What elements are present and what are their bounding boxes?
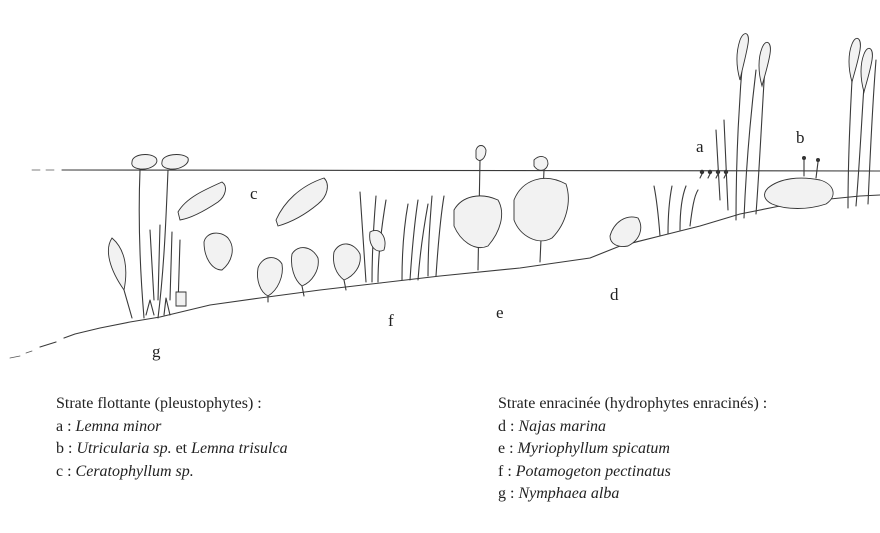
legend-item-e: e : Myriophyllum spicatum [498,438,767,461]
legend-item-g: g : Nymphaea alba [498,483,767,506]
species-name: Nymphaea alba [518,485,619,502]
species-name: Utricularia sp. [76,440,171,457]
label-c: c [250,184,258,203]
legend-item-c: c : Ceratophyllum sp. [56,461,288,484]
legend-key: c : [56,463,72,480]
legend-key: d : [498,418,514,435]
legend-key: f : [498,463,512,480]
label-d: d [610,285,619,304]
species-name: Najas marina [518,418,606,435]
plant-utricularia [765,156,834,209]
legend-key: a : [56,418,72,435]
legend-key: b : [56,440,72,457]
legend-key: g : [498,485,514,502]
water-surface-line [32,170,880,171]
plant-bushy-group [257,244,360,302]
label-b: b [796,128,805,147]
label-e: e [496,303,504,322]
legend-key: e : [498,440,514,457]
legend-floating-stratum: Strate flottante (pleustophytes) : a : L… [56,393,288,483]
plant-potamogeton [360,192,444,282]
plant-nymphaea [108,155,188,318]
plant-myriophyllum [454,146,568,271]
species-name: Lemna minor [76,418,162,435]
legend-joiner: et [172,440,192,457]
species-name: Ceratophyllum sp. [76,463,194,480]
lake-bottom-dash [10,351,32,358]
legend-floating-heading: Strate flottante (pleustophytes) : [56,393,288,416]
label-f: f [388,311,394,330]
legend-item-f: f : Potamogeton pectinatus [498,461,767,484]
legend-item-b: b : Utricularia sp. et Lemna trisulca [56,438,288,461]
label-a: a [696,137,704,156]
legend-rooted-heading: Strate enracinée (hydrophytes enracinés)… [498,393,767,416]
legend-item-a: a : Lemna minor [56,416,288,439]
legend-item-d: d : Najas marina [498,416,767,439]
species-name: Myriophyllum spicatum [518,440,670,457]
species-name-2: Lemna trisulca [191,440,287,457]
label-g: g [152,342,161,361]
species-name: Potamogeton pectinatus [516,463,671,480]
legend-rooted-stratum: Strate enracinée (hydrophytes enracinés)… [498,393,767,506]
